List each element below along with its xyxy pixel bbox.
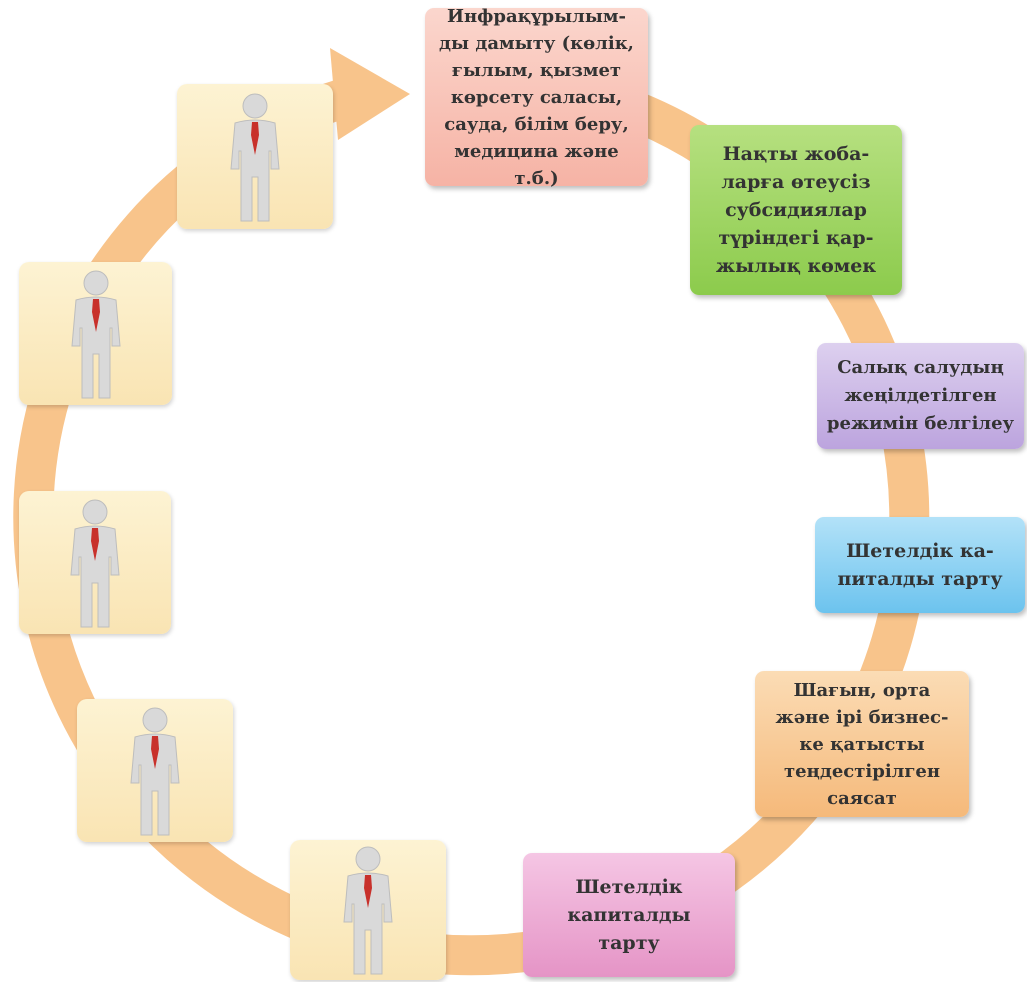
person-with-red-tie-icon (70, 270, 121, 398)
person-tile-5 (290, 840, 446, 980)
person-tile-1 (177, 84, 333, 229)
person-tile-2 (19, 262, 172, 405)
cycle-arrowhead (330, 48, 410, 140)
person-with-red-tie-icon (70, 499, 120, 627)
foreign-capital-box-pink: Шетелдік капиталды тарту (523, 853, 735, 977)
balanced-policy-box: Шағын, орта және ірі бизнес- ке қатысты … (755, 671, 969, 817)
person-with-red-tie-icon (230, 93, 280, 221)
person-with-red-tie-icon (130, 707, 180, 835)
person-tile-3 (19, 491, 171, 634)
infrastructure-box: Инфрақұрылым- ды дамыту (көлік, ғылым, қ… (425, 6, 648, 189)
person-with-red-tie-icon (343, 846, 393, 975)
person-tile-4 (77, 699, 233, 842)
tax-regime-box: Салық салудың жеңілдетілген режимін белг… (817, 343, 1024, 449)
foreign-capital-box-blue: Шетелдік ка- питалды тарту (815, 517, 1025, 613)
grant-box: Нақты жоба- ларға өтеусіз субсидиялар тү… (690, 125, 902, 295)
